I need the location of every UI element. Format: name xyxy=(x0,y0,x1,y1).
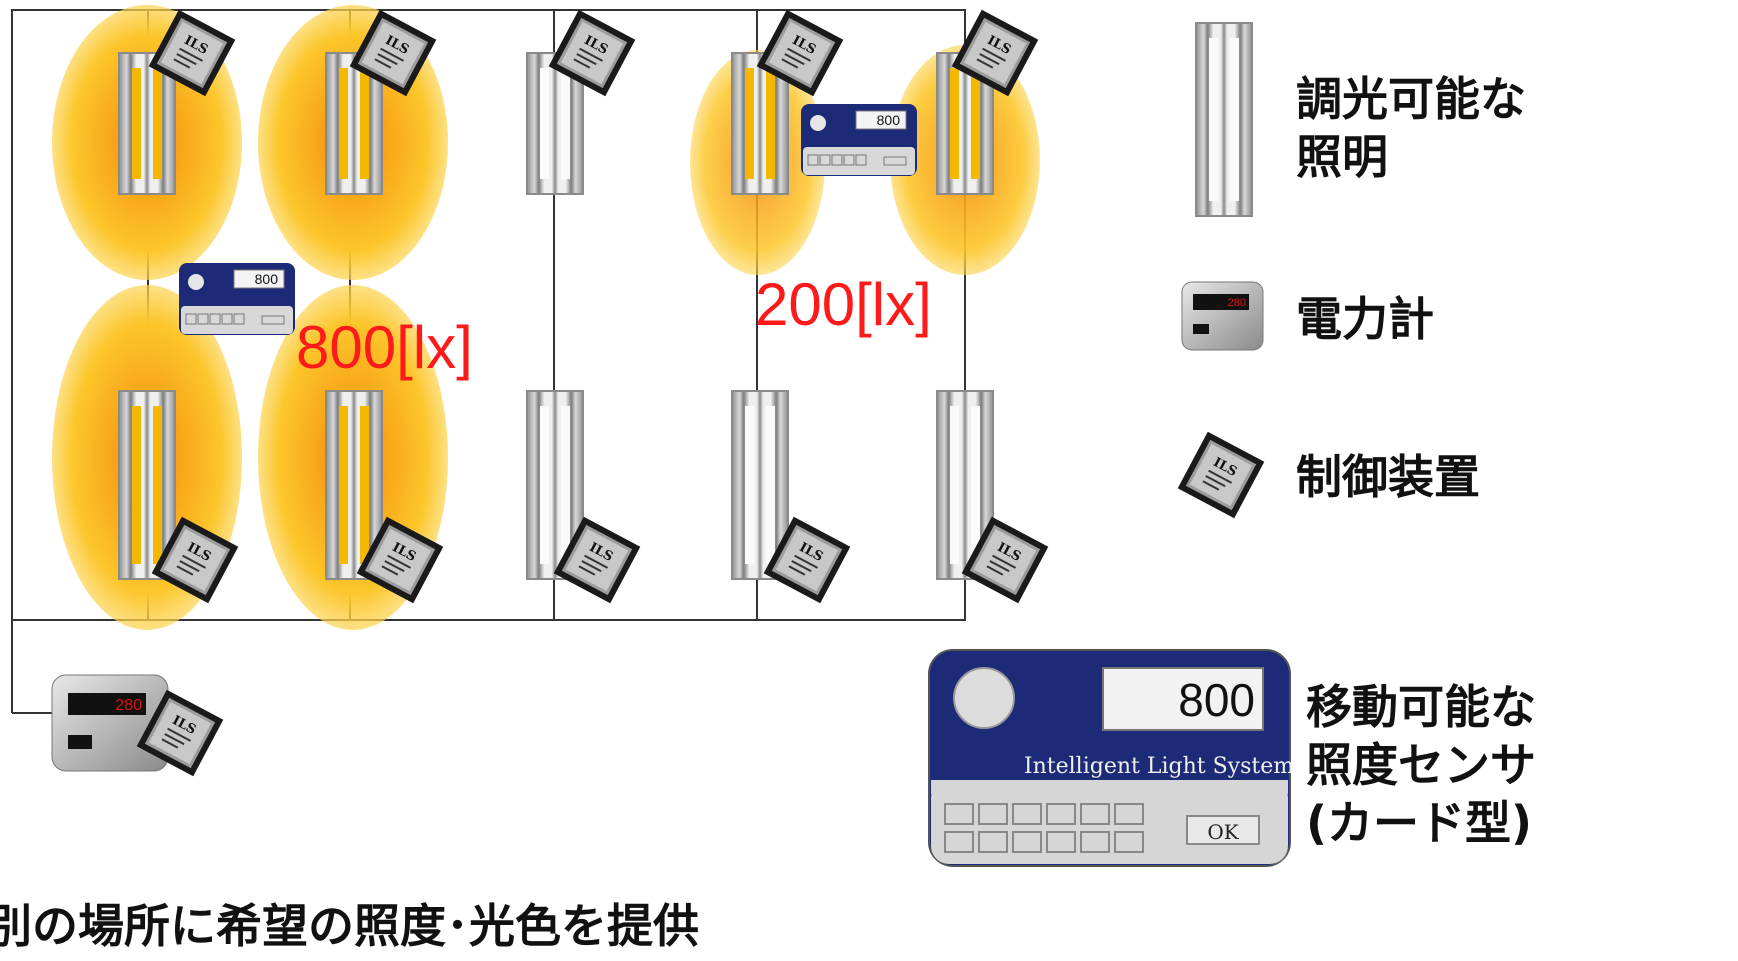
legend-dimmable-light: 調光可能な 照明 xyxy=(1296,70,1526,186)
legend-sensor: 移動可能な 照度センサ (カード型) xyxy=(1306,678,1536,852)
legend-sensor-line2: 照度センサ xyxy=(1306,738,1536,792)
lux-label-200: 200[lx] xyxy=(755,271,932,338)
sensor-value: 800 xyxy=(877,112,901,128)
sensor-value: 800 xyxy=(255,271,279,287)
dimmable-light xyxy=(118,52,176,195)
legend-controller-icon xyxy=(1174,428,1269,523)
lux-label-800: 800[lx] xyxy=(296,314,473,381)
legend-controller: 制御装置 xyxy=(1296,450,1480,504)
meter-value: 280 xyxy=(115,697,142,714)
legend-light-icon xyxy=(1195,22,1253,217)
sensor-card-large: 800 Intelligent Light System OK xyxy=(928,649,1292,867)
sensor-card-brand: Intelligent Light System xyxy=(1024,754,1292,779)
legend-sensor-line1: 移動可能な xyxy=(1306,680,1536,734)
room-outline xyxy=(11,9,966,621)
dimmable-light xyxy=(118,390,176,580)
legend-dimmable-light-line1: 調光可能な xyxy=(1296,72,1526,126)
ok-button-label: OK xyxy=(1207,820,1239,844)
sensor-card-value: 800 xyxy=(1178,674,1255,726)
legend-power-meter-icon: 280 xyxy=(1181,281,1264,351)
legend-dimmable-light-line2: 照明 xyxy=(1296,130,1388,184)
legend-sensor-line3: (カード型) xyxy=(1306,796,1533,850)
dimmable-light xyxy=(731,52,789,195)
legend-meter-value: 280 xyxy=(1228,297,1246,309)
caption: 別の場所に希望の照度･光色を提供 xyxy=(0,899,699,953)
illuminance-sensor-icon: 800 xyxy=(801,104,917,176)
legend-power-meter: 電力計 xyxy=(1296,292,1434,346)
illuminance-sensor-icon: 800 xyxy=(179,263,295,335)
